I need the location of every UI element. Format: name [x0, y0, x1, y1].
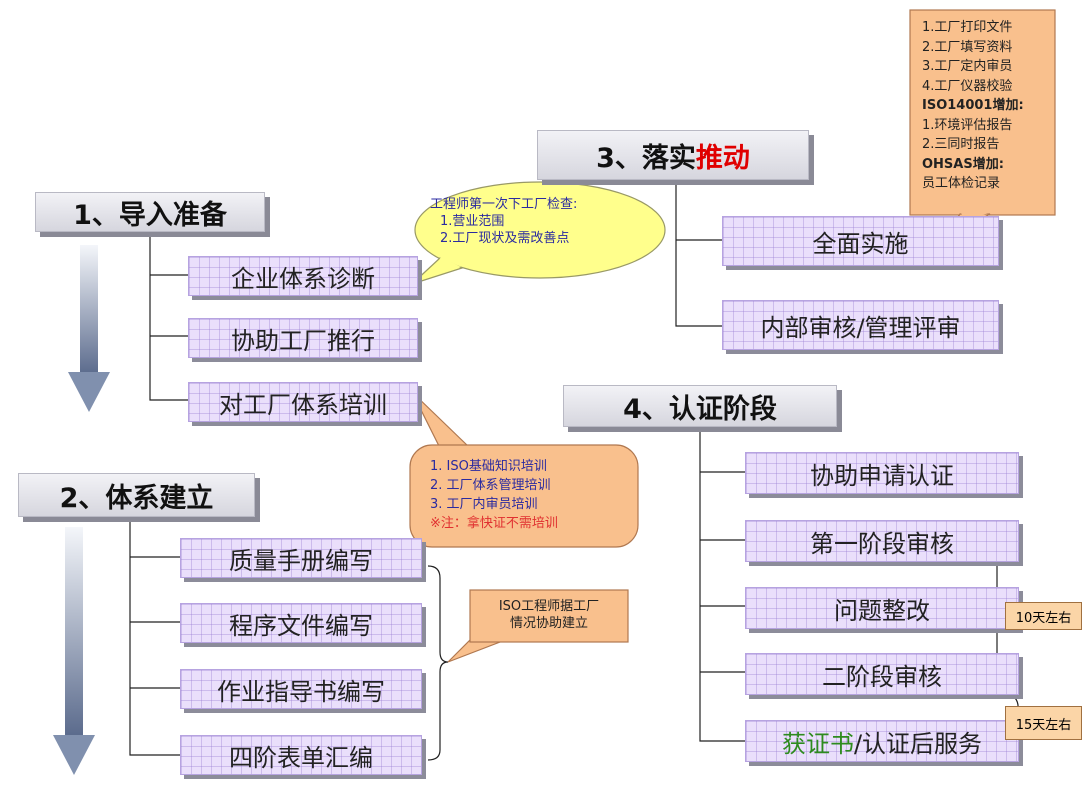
callout-check: 工程师第一次下工厂检查: 1.营业范围 2.工厂现状及需改善点: [430, 196, 577, 247]
callout-factory-line: ISO14001增加:: [922, 98, 1024, 113]
callout-factory-line: 1.工厂打印文件: [922, 20, 1013, 35]
s4-cert-rest: /认证后服务: [853, 729, 983, 758]
s4-item-fix: 问题整改: [745, 587, 1019, 629]
s4-cert-highlight: 获证书: [781, 729, 854, 758]
s1-item-diagnosis: 企业体系诊断: [188, 256, 418, 296]
section-4-title: 4、认证阶段: [623, 393, 777, 425]
section-3-header: 3、落实推动: [537, 130, 809, 180]
callout-iso: ISO工程师据工厂 情况协助建立: [470, 598, 628, 632]
s2-item-instruction: 作业指导书编写: [180, 669, 422, 709]
s2-item-manual: 质量手册编写: [180, 538, 422, 578]
callout-factory-bubble: [909, 9, 1056, 241]
section-3-title-highlight: 推动: [695, 142, 750, 174]
section-1-title: 1、导入准备: [73, 199, 227, 231]
s4-item-certificate: 获证书/认证后服务: [745, 720, 1019, 762]
callout-factory-line: 3.工厂定内审员: [922, 59, 1013, 74]
callout-training-bubble: [409, 391, 639, 548]
callout-factory-line: 4.工厂仪器校验: [922, 78, 1013, 94]
callout-training-line: 2. 工厂体系管理培训: [430, 478, 551, 493]
callout-iso-line: 情况协助建立: [509, 616, 588, 631]
section-4-header: 4、认证阶段: [563, 385, 837, 427]
callout-training-line: 3. 工厂内审员培训: [430, 497, 538, 512]
callout-training: 1. ISO基础知识培训 2. 工厂体系管理培训 3. 工厂内审员培训 ※注：拿…: [430, 457, 558, 533]
callout-factory-line: 2.工厂填写资料: [922, 39, 1013, 55]
callout-factory-line: 2.三同时报告: [922, 137, 1000, 152]
section-2-header: 2、体系建立: [18, 473, 255, 517]
section-2-title: 2、体系建立: [59, 482, 214, 514]
callout-iso-bubble: [447, 589, 629, 663]
callout-iso-line: ISO工程师据工厂: [498, 599, 600, 614]
section-1-header: 1、导入准备: [35, 192, 265, 232]
tag-15-days: 15天左右: [1005, 706, 1082, 740]
down-arrow-1: [68, 245, 110, 412]
s4-item-stage1: 第一阶段审核: [745, 520, 1019, 562]
s1-item-promote: 协助工厂推行: [188, 318, 418, 358]
tag-10-days: 10天左右: [1005, 602, 1082, 630]
s3-item-audit: 内部审核/管理评审: [722, 300, 999, 350]
callout-training-line: 1. ISO基础知识培训: [430, 459, 547, 474]
s1-item-training: 对工厂体系培训: [188, 382, 418, 422]
s2-item-procedure: 程序文件编写: [180, 603, 422, 643]
s4-item-stage2: 二阶段审核: [745, 653, 1019, 695]
section-3-title: 3、落实: [596, 142, 696, 174]
callout-factory-line: 1.环境评估报告: [922, 117, 1013, 133]
callout-factory-line: 员工体检记录: [922, 176, 1001, 191]
callout-factory: 1.工厂打印文件 2.工厂填写资料 3.工厂定内审员 4.工厂仪器校验 ISO1…: [922, 18, 1024, 194]
callout-training-note: ※注：拿快证不需培训: [430, 516, 558, 531]
s4-item-apply: 协助申请认证: [745, 452, 1019, 494]
s3-item-implement: 全面实施: [722, 216, 999, 266]
s2-item-forms: 四阶表单汇编: [180, 735, 422, 775]
callout-check-line: 1.营业范围: [440, 214, 505, 229]
callout-check-line: 2.工厂现状及需改善点: [440, 231, 570, 246]
callout-check-bubble: [411, 181, 666, 285]
down-arrow-2: [53, 527, 95, 775]
callout-check-line: 工程师第一次下工厂检查:: [430, 197, 578, 212]
callout-factory-line: OHSAS增加:: [922, 156, 1004, 172]
